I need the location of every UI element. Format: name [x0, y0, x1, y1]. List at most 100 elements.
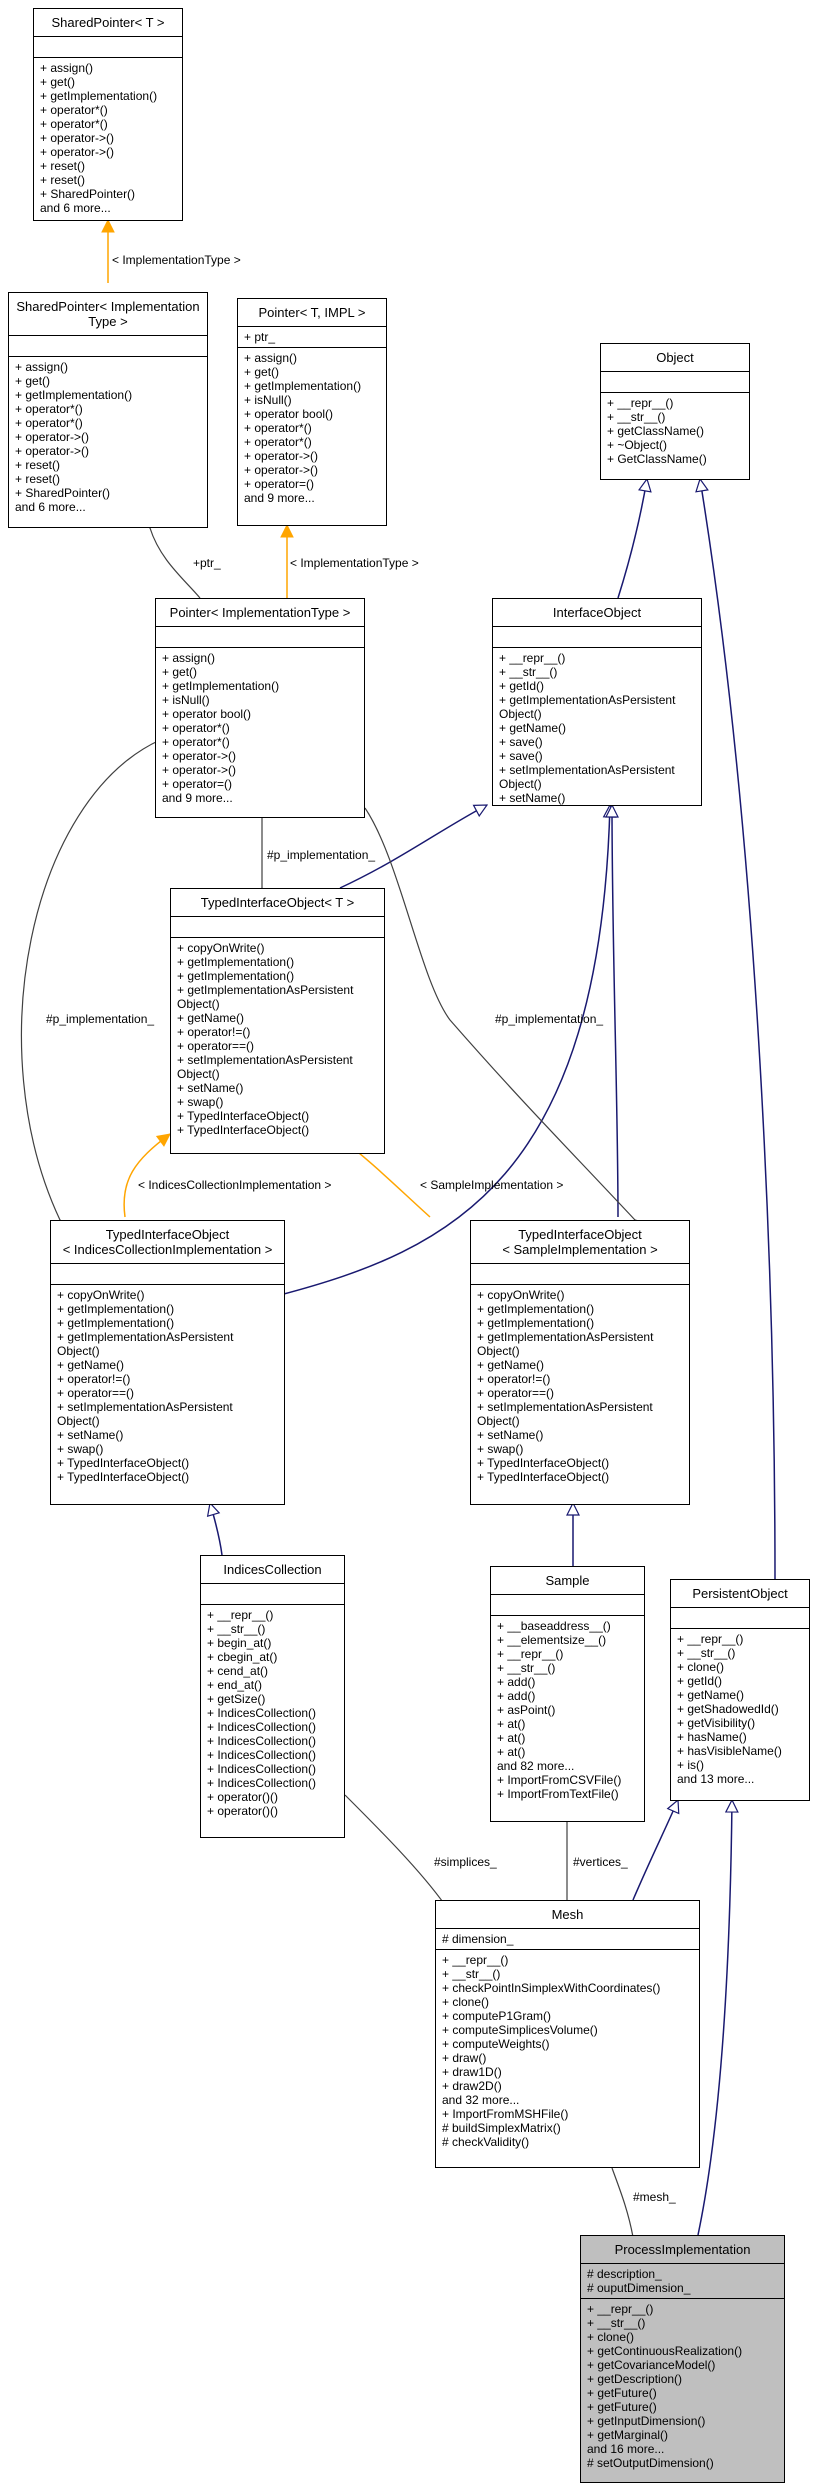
class-method: + draw() [442, 2051, 487, 2065]
class-persistent-object[interactable]: PersistentObject+ __repr__()+ __str__()+… [670, 1579, 810, 1801]
class-method: + at() [497, 1717, 526, 1731]
class-title: Pointer< T, IMPL > [238, 299, 386, 326]
edge-assoc-mesh [611, 2167, 633, 2237]
class-method: + operator!=() [477, 1372, 551, 1386]
class-method: + operator->() [40, 131, 115, 145]
edge-label-implementation-type: < ImplementationType > [290, 556, 419, 570]
class-method: + get() [15, 374, 51, 388]
class-method: Object() [499, 777, 542, 791]
class-title: Pointer< T, IMPL > [258, 305, 366, 320]
class-attributes [491, 1594, 644, 1615]
class-methods: + assign()+ get()+ getImplementation() + … [9, 356, 207, 517]
class-title: InterfaceObject [552, 605, 642, 620]
class-typed-interface-object-sample[interactable]: TypedInterfaceObject< SampleImplementati… [470, 1220, 690, 1505]
class-method: + getMarginal() [587, 2428, 669, 2442]
class-method: + swap() [57, 1442, 104, 1456]
class-method: + get() [162, 665, 198, 679]
edge-inherit-typed-t [339, 804, 487, 889]
class-pointer-t-impl[interactable]: Pointer< T, IMPL > + ptr_+ assign()+ get(… [237, 298, 387, 526]
class-object[interactable]: Object+ __repr__()+ __str__()+ getClassN… [600, 343, 750, 480]
class-title: TypedInterfaceObject< SampleImplementati… [471, 1221, 689, 1263]
edge-label-simplices: #simplices_ [434, 1855, 497, 1869]
class-attributes [9, 335, 207, 356]
edge-inherit-typed-sample [612, 805, 618, 1218]
class-title: Sample [491, 1567, 644, 1594]
edge-label-vertices: #vertices_ [573, 1855, 628, 1869]
class-sample[interactable]: Sample+ __baseaddress__()+ __elementsize… [490, 1566, 645, 1822]
class-method: + ~Object() [607, 438, 668, 452]
class-method: + setImplementationAsPersistent [177, 1053, 353, 1067]
class-method: + __repr__() [499, 651, 566, 665]
class-method: + operator->() [244, 449, 319, 463]
class-method: + add() [497, 1675, 536, 1689]
class-shared-pointer-t[interactable]: SharedPointer< T >+ assign()+ get()+ get… [33, 8, 183, 221]
class-method: + clone() [677, 1660, 725, 1674]
class-method: + getImplementation() [15, 388, 133, 402]
class-method: + setImplementationAsPersistent [477, 1400, 653, 1414]
class-process-implementation[interactable]: ProcessImplementation# description_# oup… [580, 2235, 785, 2483]
edge-label-sample-implementation: < SampleImplementation > [420, 1178, 564, 1192]
class-method: + operator()() [207, 1804, 279, 1818]
class-mesh[interactable]: Mesh# dimension_+ __repr__()+ __str__()+… [435, 1900, 700, 2168]
edge-inherit-mesh [632, 1800, 678, 1901]
edge-label-p-implementation: #p_implementation_ [495, 1012, 604, 1026]
class-attribute: # ouputDimension_ [587, 2281, 691, 2295]
class-method: # buildSimplexMatrix() [442, 2121, 561, 2135]
class-method: + draw1D() [442, 2065, 502, 2079]
class-title: SharedPointer< T > [34, 9, 182, 36]
class-pointer-implementation-type[interactable]: Pointer< ImplementationType >+ assign()+… [155, 598, 365, 818]
edge-inherit-persistent-object [700, 479, 776, 1580]
class-methods: + copyOnWrite()+ getImplementation()+ ge… [171, 937, 384, 1140]
edge-assoc-simplices [344, 1794, 445, 1905]
class-method: + getCovarianceModel() [587, 2358, 716, 2372]
edge-inherit-typed-indices [279, 805, 610, 1296]
class-typed-interface-object-indices[interactable]: TypedInterfaceObject< IndicesCollectionI… [50, 1220, 285, 1505]
class-method: + assign() [162, 651, 216, 665]
class-method: + get() [40, 75, 76, 89]
class-method: + getImplementationAsPersistent [499, 693, 676, 707]
class-method: + getName() [177, 1011, 245, 1025]
class-method: Object() [177, 997, 220, 1011]
class-method: + ImportFromCSVFile() [497, 1773, 622, 1787]
class-title: Pointer< ImplementationType > [156, 599, 364, 626]
class-title: PersistentObject [692, 1586, 788, 1601]
class-methods: + __repr__()+ __str__()+ getId()+ getImp… [493, 647, 701, 808]
class-interface-object[interactable]: InterfaceObject + __repr__()+ __str__()+ … [492, 598, 702, 806]
class-method: + operator=() [162, 777, 233, 791]
class-method: + getImplementationAsPersistent [477, 1330, 654, 1344]
class-method: + cend_at() [207, 1664, 269, 1678]
class-title: Sample [545, 1573, 590, 1588]
class-method: + TypedInterfaceObject() [57, 1456, 190, 1470]
class-indices-collection[interactable]: IndicesCollection+ __repr__()+ __str__()… [200, 1555, 345, 1838]
class-typed-interface-object-t[interactable]: TypedInterfaceObject< T > + copyOnWrite()… [170, 888, 385, 1154]
class-method: + assign() [15, 360, 69, 374]
class-title: < SampleImplementation > [502, 1242, 658, 1257]
class-method: + operator==() [477, 1386, 555, 1400]
class-method: + reset() [40, 173, 86, 187]
class-title: SharedPointer< Implementation [16, 299, 200, 314]
class-title: Object [601, 344, 749, 371]
class-method: + swap() [477, 1442, 524, 1456]
class-method: + operator!=() [57, 1372, 131, 1386]
class-method: + __str__() [587, 2316, 646, 2330]
class-methods: + assign()+ get()+ getImplementation()+ … [238, 347, 386, 508]
class-method: + __repr__() [607, 396, 674, 410]
class-title: TypedInterfaceObject< T > [200, 895, 355, 910]
class-method: + getContinuousRealization() [587, 2344, 743, 2358]
class-method: + isNull() [162, 693, 210, 707]
class-method: + operator->() [15, 430, 90, 444]
class-title: Pointer< ImplementationType > [169, 605, 351, 620]
class-method: and 13 more... [677, 1772, 755, 1786]
class-method: + IndicesCollection() [207, 1762, 317, 1776]
class-method: + getImplementation() [57, 1302, 175, 1316]
class-method: + computeWeights() [442, 2037, 550, 2051]
class-attributes: + ptr_ [238, 326, 386, 347]
class-attribute: # description_ [587, 2267, 662, 2281]
class-method: and 9 more... [162, 791, 233, 805]
edge-template-indices [123, 1134, 170, 1218]
class-method: + operator*() [162, 735, 230, 749]
class-method: + reset() [15, 458, 61, 472]
class-method: + operator bool() [162, 707, 252, 721]
edge-inherit-indices-collection [210, 1503, 223, 1556]
